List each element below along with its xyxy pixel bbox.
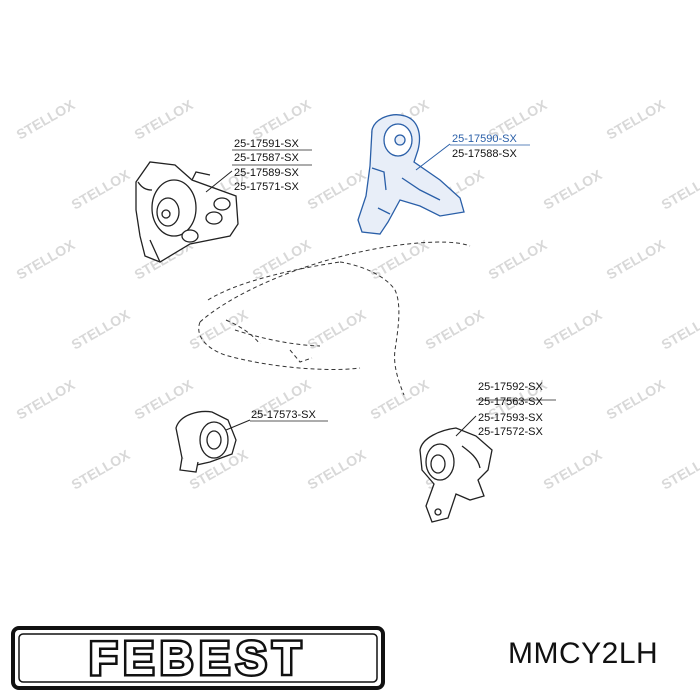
label-top-left-3: 25-17589-SX [234, 167, 299, 179]
watermark-text: STELLOX [604, 96, 668, 142]
label-top-right-2: 25-17588-SX [452, 148, 517, 160]
leader-line-top-right [415, 143, 451, 171]
watermark-text: STELLOX [305, 446, 369, 492]
watermark-pattern: STELLOX STELLOX STELLOX STELLOX STELLOX STELL… [14, 96, 700, 492]
label-top-left-2: 25-17587-SX [234, 152, 299, 164]
engine-mount-bottom-right [419, 427, 493, 523]
leader-line-bottom-left [225, 419, 251, 431]
watermark-text: STELLOX [14, 236, 78, 282]
label-bottom-right-1: 25-17592-SX [478, 381, 543, 393]
label-top-left-1: 25-17591-SX [234, 138, 299, 150]
label-bottom-right-4: 25-17572-SX [478, 426, 543, 438]
watermark-text: STELLOX [187, 306, 251, 352]
engine-mount-top-right [357, 114, 465, 235]
car-body-outline [198, 241, 471, 396]
watermark-text: STELLOX [604, 236, 668, 282]
label-top-right-1: 25-17590-SX [452, 133, 517, 145]
leader-line-bottom-right [455, 415, 477, 437]
leader-line-top-left [205, 170, 233, 193]
engine-mount-top-left [135, 161, 239, 263]
watermark-text: STELLOX [305, 166, 369, 212]
watermark-text: STELLOX [659, 166, 700, 212]
watermark-text: STELLOX [486, 236, 550, 282]
watermark-text: STELLOX [541, 306, 605, 352]
watermark-text: STELLOX [659, 446, 700, 492]
watermark-text: STELLOX [604, 376, 668, 422]
label-top-left-4: 25-17571-SX [234, 181, 299, 193]
watermark-text: STELLOX [541, 446, 605, 492]
watermark-text: STELLOX [69, 306, 133, 352]
svg-text:FEBEST: FEBEST [89, 632, 306, 684]
watermark-text: STELLOX [659, 306, 700, 352]
watermark-text: STELLOX [14, 96, 78, 142]
watermark-text: STELLOX [423, 306, 487, 352]
label-bottom-left-1: 25-17573-SX [251, 409, 316, 421]
watermark-text: STELLOX [541, 166, 605, 212]
engine-mount-bottom-left [175, 410, 237, 473]
watermark-text: STELLOX [69, 446, 133, 492]
label-bottom-right-2: 25-17563-SX [478, 396, 543, 408]
watermark-text: STELLOX [14, 376, 78, 422]
febest-logo: FEBEST [11, 626, 385, 690]
watermark-text: STELLOX [250, 96, 314, 142]
watermark-text: STELLOX [69, 166, 133, 212]
watermark-text: STELLOX [132, 96, 196, 142]
part-number: MMCY2LH [508, 637, 659, 670]
label-bottom-right-3: 25-17593-SX [478, 412, 543, 424]
